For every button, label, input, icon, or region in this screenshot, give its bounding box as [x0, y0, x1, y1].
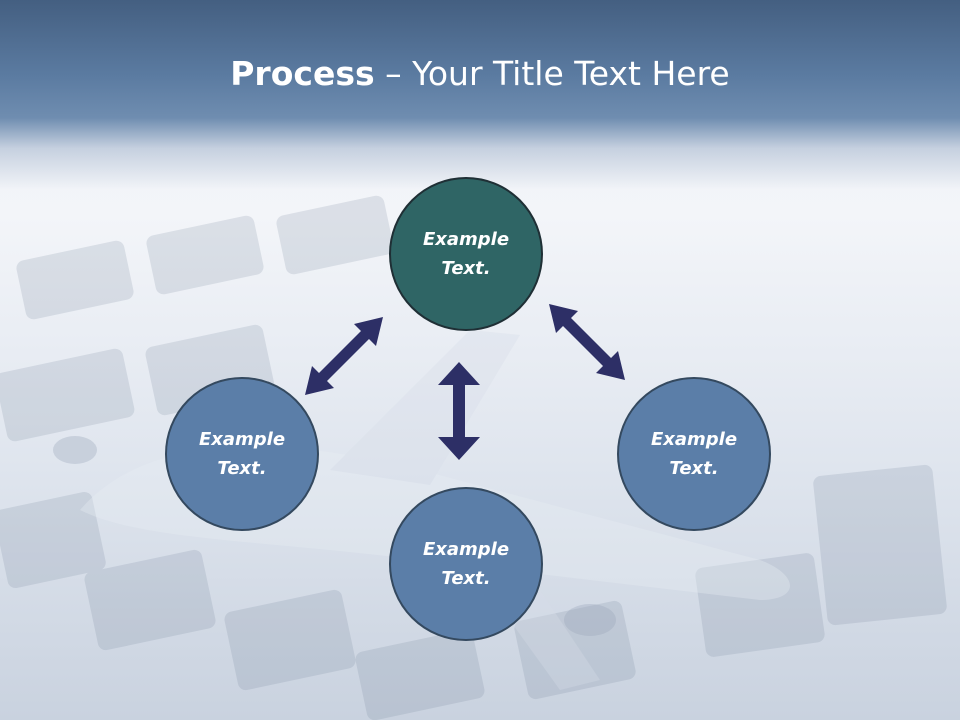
- slide-title[interactable]: Process – Your Title Text Here: [0, 52, 960, 96]
- title-bar: [0, 0, 960, 190]
- process-node-right[interactable]: Example Text.: [617, 377, 771, 531]
- process-node-top[interactable]: Example Text.: [389, 177, 543, 331]
- node-top-line1: Example: [422, 229, 510, 250]
- title-rest-text: – Your Title Text Here: [374, 54, 730, 93]
- double-arrow-right[interactable]: [549, 304, 625, 380]
- node-left-line1: Example: [198, 429, 286, 450]
- node-bottom-line2: Text.: [441, 568, 491, 589]
- node-right-line1: Example: [650, 429, 738, 450]
- node-left-line2: Text.: [217, 458, 267, 479]
- node-bottom-line1: Example: [422, 539, 510, 560]
- title-bold-text: Process: [230, 54, 375, 93]
- double-arrow-center[interactable]: [438, 362, 480, 460]
- node-top-line2: Text.: [441, 258, 491, 279]
- double-arrow-left[interactable]: [305, 317, 383, 395]
- node-right-line2: Text.: [669, 458, 719, 479]
- process-node-left[interactable]: Example Text.: [165, 377, 319, 531]
- process-node-bottom[interactable]: Example Text.: [389, 487, 543, 641]
